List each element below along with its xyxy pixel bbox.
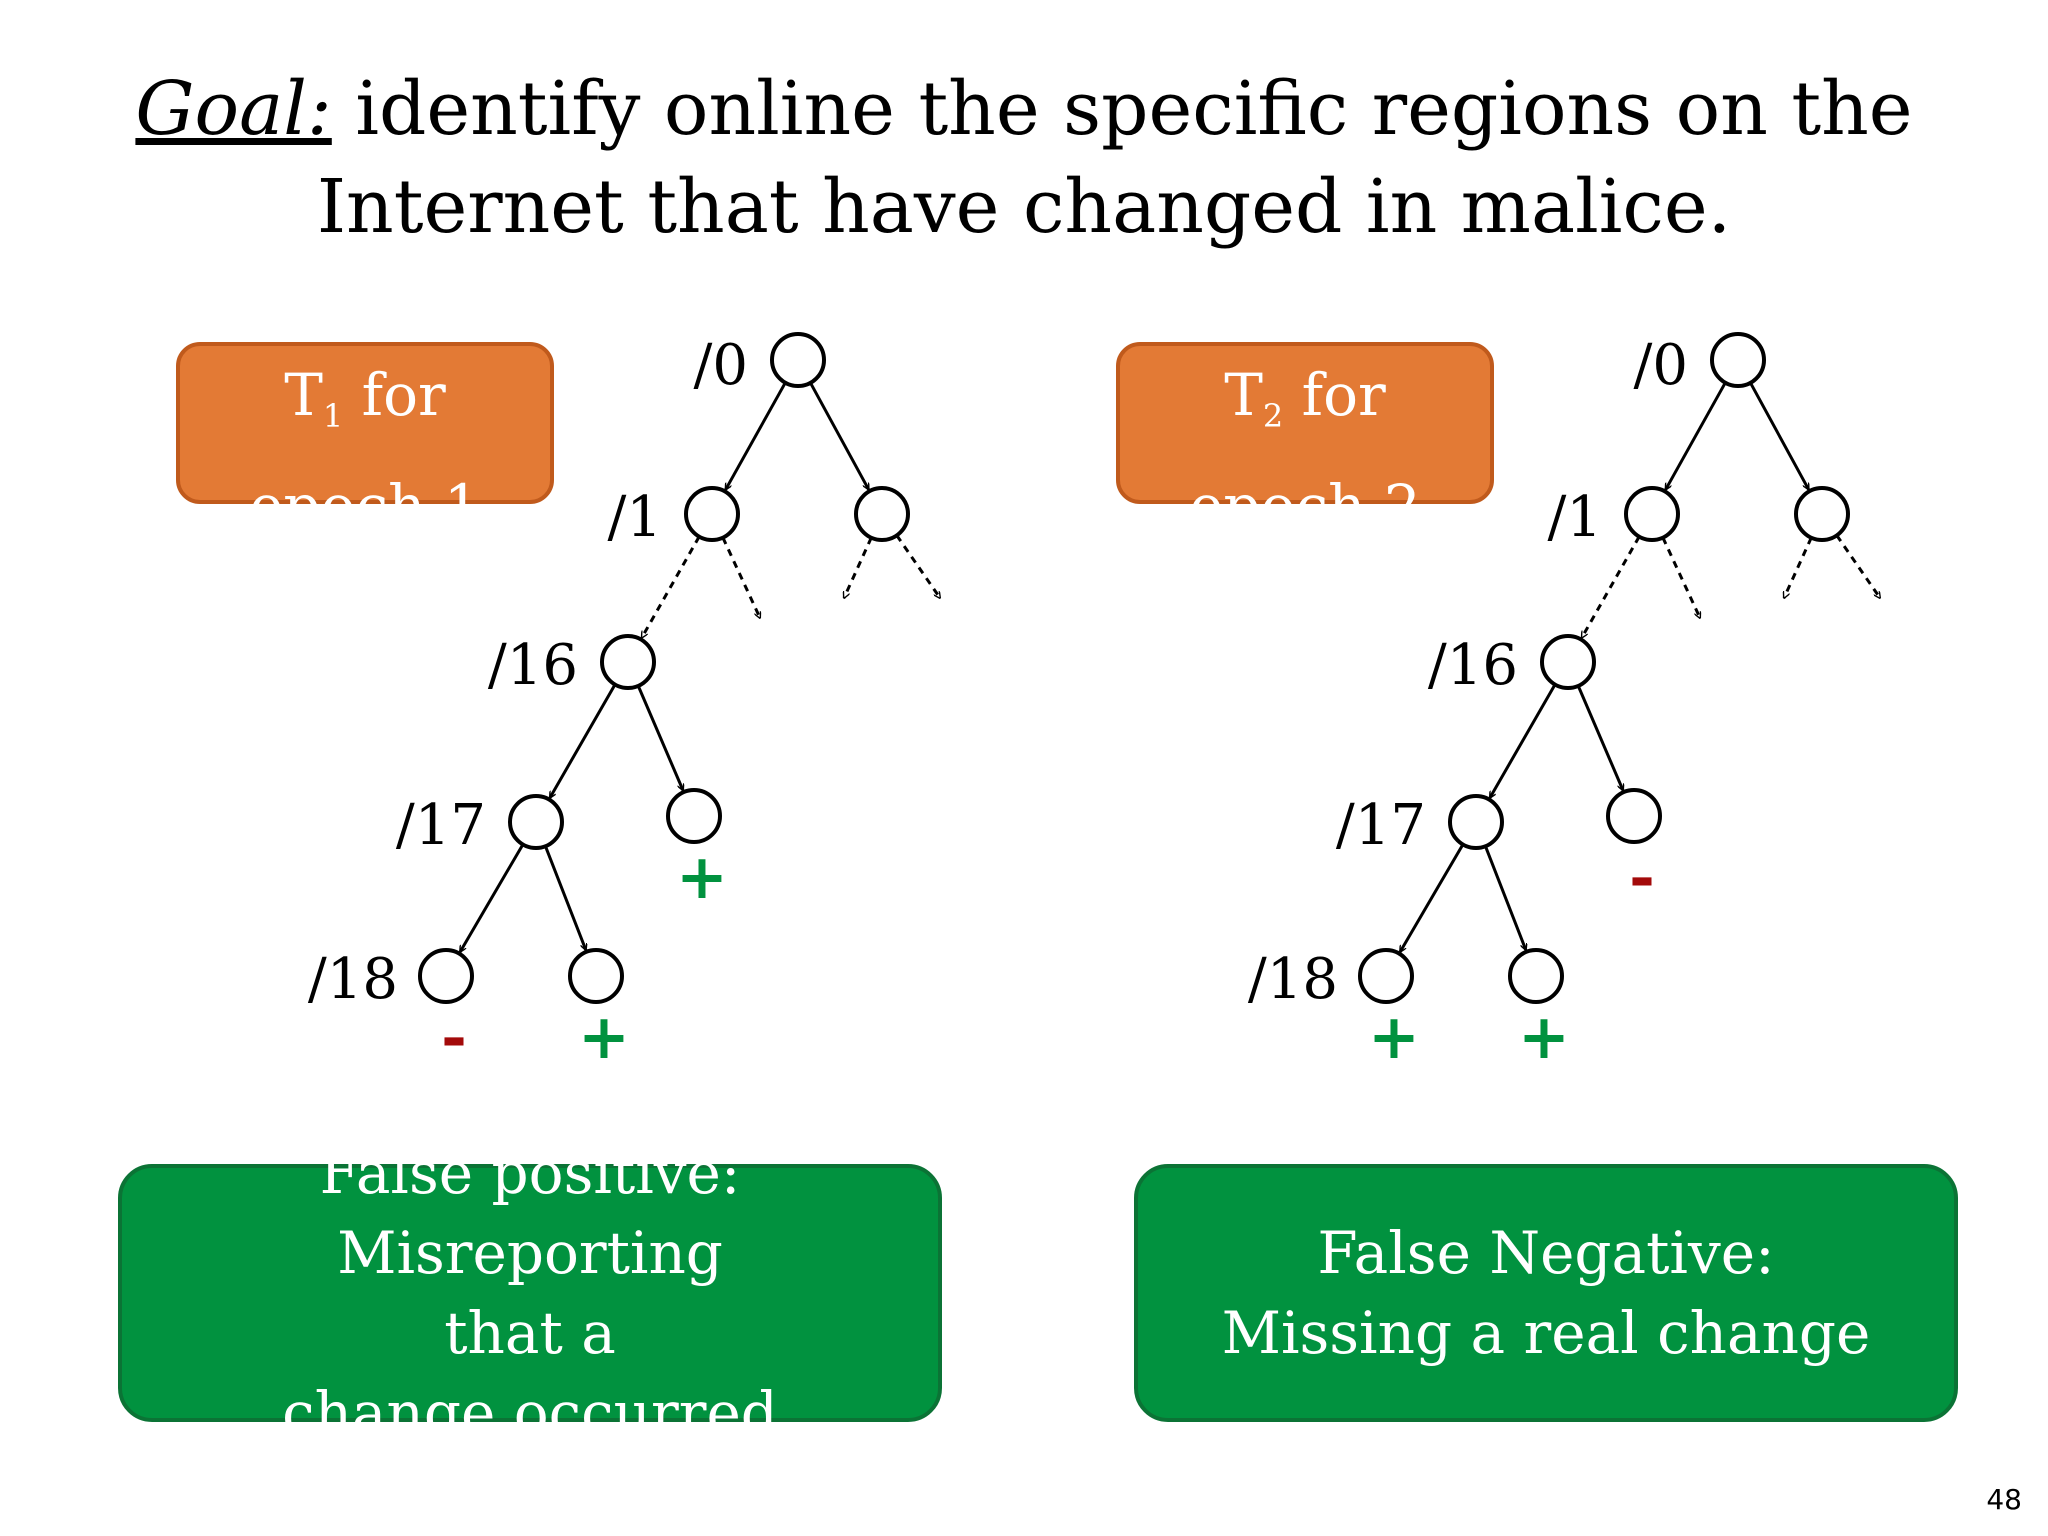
prefix-level-label: /16 (1428, 633, 1518, 698)
prefix-level-label: /1 (608, 485, 663, 550)
tree-node (1606, 788, 1662, 844)
tree-label-subscript: 1 (322, 397, 344, 435)
prefix-level-label: /18 (308, 947, 398, 1012)
tree-label-epoch-2: T2 for epoch 2 (1116, 342, 1494, 540)
tree-node (854, 486, 910, 542)
tree-label-line-1: T2 for (1120, 350, 1490, 461)
tree-label-for: for (343, 361, 446, 429)
tree-node (1508, 948, 1564, 1004)
tree-label-prefix: T (284, 361, 323, 429)
false-positive-line-1: False positive: Misreporting (319, 1139, 741, 1287)
tree-label-prefix: T (1224, 361, 1263, 429)
tree-node (1794, 486, 1850, 542)
tree-edge (809, 382, 870, 490)
false-positive-line-3: change occurred (282, 1379, 778, 1447)
tree-node (684, 486, 740, 542)
goal-label: Goal: (135, 66, 332, 152)
tree-edge (1484, 845, 1525, 950)
tree-edge (724, 381, 787, 490)
change-plus-mark: + (578, 1000, 630, 1073)
prefix-level-label: /0 (694, 333, 749, 398)
false-positive-line-2: that a (444, 1299, 616, 1367)
tree-node (1624, 486, 1680, 542)
page-number: 48 (1986, 1483, 2022, 1516)
tree-edge-dashed (1782, 537, 1813, 598)
tree-node (1448, 794, 1504, 850)
title-line-1: Goal: identify online the specific regio… (0, 60, 2048, 158)
tree-node (1710, 332, 1766, 388)
tree-edge (1488, 683, 1557, 798)
tree-edge-dashed (1661, 536, 1702, 618)
prefix-level-label: /17 (396, 793, 486, 858)
tree-edge-dashed (1580, 535, 1641, 638)
tree-node (418, 948, 474, 1004)
tree-edge (1664, 381, 1727, 490)
prefix-level-label: /0 (1634, 333, 1689, 398)
tree-edge (636, 685, 683, 790)
tree-node (666, 788, 722, 844)
tree-node (568, 948, 624, 1004)
tree-label-for: for (1283, 361, 1386, 429)
tree-edge (1576, 685, 1623, 790)
false-negative-callout: False Negative: Missing a real change (1134, 1164, 1958, 1422)
tree-node (1358, 948, 1414, 1004)
tree-node (600, 634, 656, 690)
tree-edge-dashed (721, 536, 762, 618)
tree-edge (1398, 843, 1465, 951)
change-minus-mark: - (1629, 840, 1655, 913)
prefix-tree-epoch-1: /0/1/16/17/18 + - + (308, 332, 940, 1073)
change-plus-mark: + (676, 840, 728, 913)
tree-edge-dashed (842, 537, 873, 598)
tree-label-line-1: T1 for (180, 350, 550, 461)
prefix-tree-epoch-2: /0/1/16/17/18 - + + (1248, 332, 1880, 1073)
change-plus-mark: + (1518, 1000, 1570, 1073)
tree-edge (548, 683, 617, 798)
tree-label-line-2: epoch 1 (249, 472, 481, 540)
change-plus-mark: + (1368, 1000, 1420, 1073)
tree-node (770, 332, 826, 388)
title-line-1-text: identify online the specific regions on … (331, 66, 1913, 152)
false-negative-line-2: Missing a real change (1221, 1299, 1871, 1367)
tree-label-subscript: 2 (1262, 397, 1284, 435)
change-minus-mark: - (441, 1000, 467, 1073)
false-negative-line-1: False Negative: (1317, 1219, 1775, 1287)
slide-title: Goal: identify online the specific regio… (0, 60, 2048, 256)
tree-edge-dashed (895, 534, 940, 598)
tree-edge (1749, 382, 1810, 490)
tree-edge (544, 845, 585, 950)
prefix-level-label: /16 (488, 633, 578, 698)
false-positive-callout: False positive: Misreporting that a chan… (118, 1139, 942, 1447)
tree-edge-dashed (640, 535, 701, 638)
tree-node (508, 794, 564, 850)
tree-node (1540, 634, 1596, 690)
tree-edge (458, 843, 525, 951)
tree-label-epoch-1: T1 for epoch 1 (176, 342, 554, 540)
prefix-level-label: /1 (1548, 485, 1603, 550)
prefix-level-label: /17 (1336, 793, 1426, 858)
tree-edge-dashed (1835, 534, 1880, 598)
prefix-level-label: /18 (1248, 947, 1338, 1012)
title-line-2: Internet that have changed in malice. (316, 164, 1732, 250)
tree-label-line-2: epoch 2 (1189, 472, 1421, 540)
